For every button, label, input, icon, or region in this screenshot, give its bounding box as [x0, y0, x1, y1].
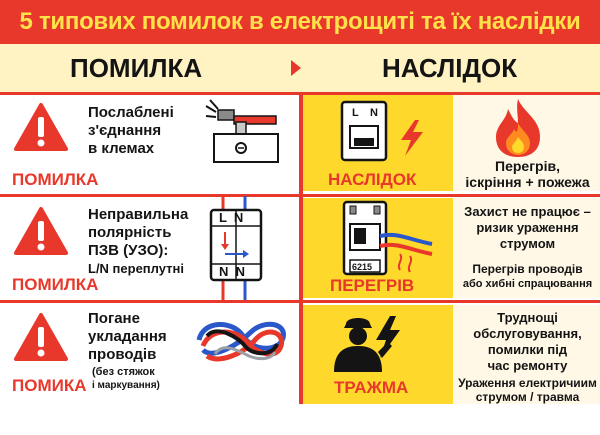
- desc-line: Погане: [88, 310, 140, 327]
- result-text-1: Перегрів, іскріння + пожежа: [455, 158, 600, 190]
- rcd-small-label: 63: [368, 240, 376, 247]
- result-panel-2: [453, 198, 600, 298]
- desc-line: в клемах: [88, 140, 155, 157]
- column-divider: [299, 92, 303, 404]
- electric-shock-icon: [334, 316, 400, 372]
- result-text-3a: Труднощі обслуговування, помилки під час…: [455, 310, 600, 374]
- result-line: або хибні спрацювання: [462, 278, 593, 290]
- consequence-label-3: ТРАЖМА: [334, 378, 409, 397]
- result-line: Перегрів,: [495, 158, 560, 174]
- consequence-label-1: НАСЛІДОК: [328, 170, 417, 189]
- bottom-margin: [0, 404, 600, 435]
- result-line: Захист не працює –: [464, 204, 591, 219]
- desc-line: і маркування): [92, 380, 160, 391]
- desc-line: Послаблені: [88, 104, 174, 121]
- warning-icon: [14, 207, 68, 255]
- column-header-error: ПОМИЛКА: [70, 53, 203, 83]
- error-description-2: Неправильна полярність ПЗВ (УЗО): L/N пе…: [88, 206, 188, 278]
- error-description-3-note: (без стяжок і маркування): [92, 366, 160, 392]
- result-line: Ураження електричиим: [458, 376, 597, 390]
- circuit-breaker-icon: L N: [340, 100, 388, 162]
- header-arrow-icon: [291, 60, 301, 76]
- device-top-labels: L N: [219, 210, 244, 225]
- result-line: помилки під: [487, 342, 568, 357]
- tangled-wires-icon: [196, 321, 286, 362]
- spark-icon: [401, 120, 423, 156]
- error-label-3: ПОМИКА: [12, 376, 87, 395]
- consequence-label-2: ПЕРЕГРІВ: [330, 276, 415, 295]
- desc-line: полярність: [88, 224, 172, 241]
- desc-line: ПЗВ (УЗО):: [88, 242, 169, 259]
- error-description-1: Послаблені з'єднання в клемах: [88, 104, 174, 158]
- desc-line: проводів: [88, 346, 157, 363]
- desc-line: (без стяжок: [92, 366, 155, 378]
- fire-icon: [496, 99, 540, 157]
- error-description-3: Погане укладання проводів: [88, 310, 167, 364]
- rcd-wiring-icon: [209, 196, 263, 300]
- device-bottom-labels: N N: [219, 264, 245, 279]
- desc-line: Неправильна: [88, 206, 189, 223]
- rcd-number: 6215: [352, 262, 373, 272]
- svg-text:L: L: [352, 107, 359, 119]
- result-line: час ремонту: [487, 358, 568, 373]
- result-line: обслуговування,: [473, 326, 582, 341]
- error-label-1: ПОМИЛКА: [12, 170, 99, 189]
- result-line: ризик ураження: [476, 220, 579, 235]
- consequence-panel-3: [303, 305, 453, 404]
- result-text-2b: Перегрів проводів або хибні спрацювання: [455, 262, 600, 292]
- loose-terminal-icon: [205, 99, 279, 163]
- result-text-3b: Ураження електричиим струмом / травма: [455, 376, 600, 404]
- page-title: 5 типових помилок в електрощиті та їх на…: [19, 8, 581, 35]
- result-line: струмом: [499, 236, 556, 251]
- desc-line: укладання: [88, 328, 167, 345]
- result-panel-3: [453, 305, 600, 404]
- result-line: іскріння + пожежа: [465, 174, 590, 190]
- warning-icon: [14, 313, 68, 361]
- title-bar: 5 типових помилок в електрощиті та їх на…: [0, 0, 600, 44]
- result-text-2a: Захист не працює – ризик ураження струмо…: [455, 204, 600, 252]
- result-line: струмом / травма: [475, 390, 580, 404]
- desc-line: з'єднання: [88, 122, 162, 139]
- warning-icon: [14, 103, 68, 151]
- column-header: ПОМИЛКА НАСЛІДОК: [0, 44, 600, 92]
- result-line: Труднощі: [497, 310, 558, 325]
- desc-line: L/N переплутні: [88, 261, 184, 276]
- result-line: Перегрів проводів: [472, 262, 583, 276]
- rcd-overheat-icon: [342, 200, 433, 276]
- column-header-consequence: НАСЛІДОК: [382, 53, 518, 83]
- svg-text:N: N: [370, 107, 378, 119]
- error-label-2: ПОМИЛКА: [12, 275, 99, 294]
